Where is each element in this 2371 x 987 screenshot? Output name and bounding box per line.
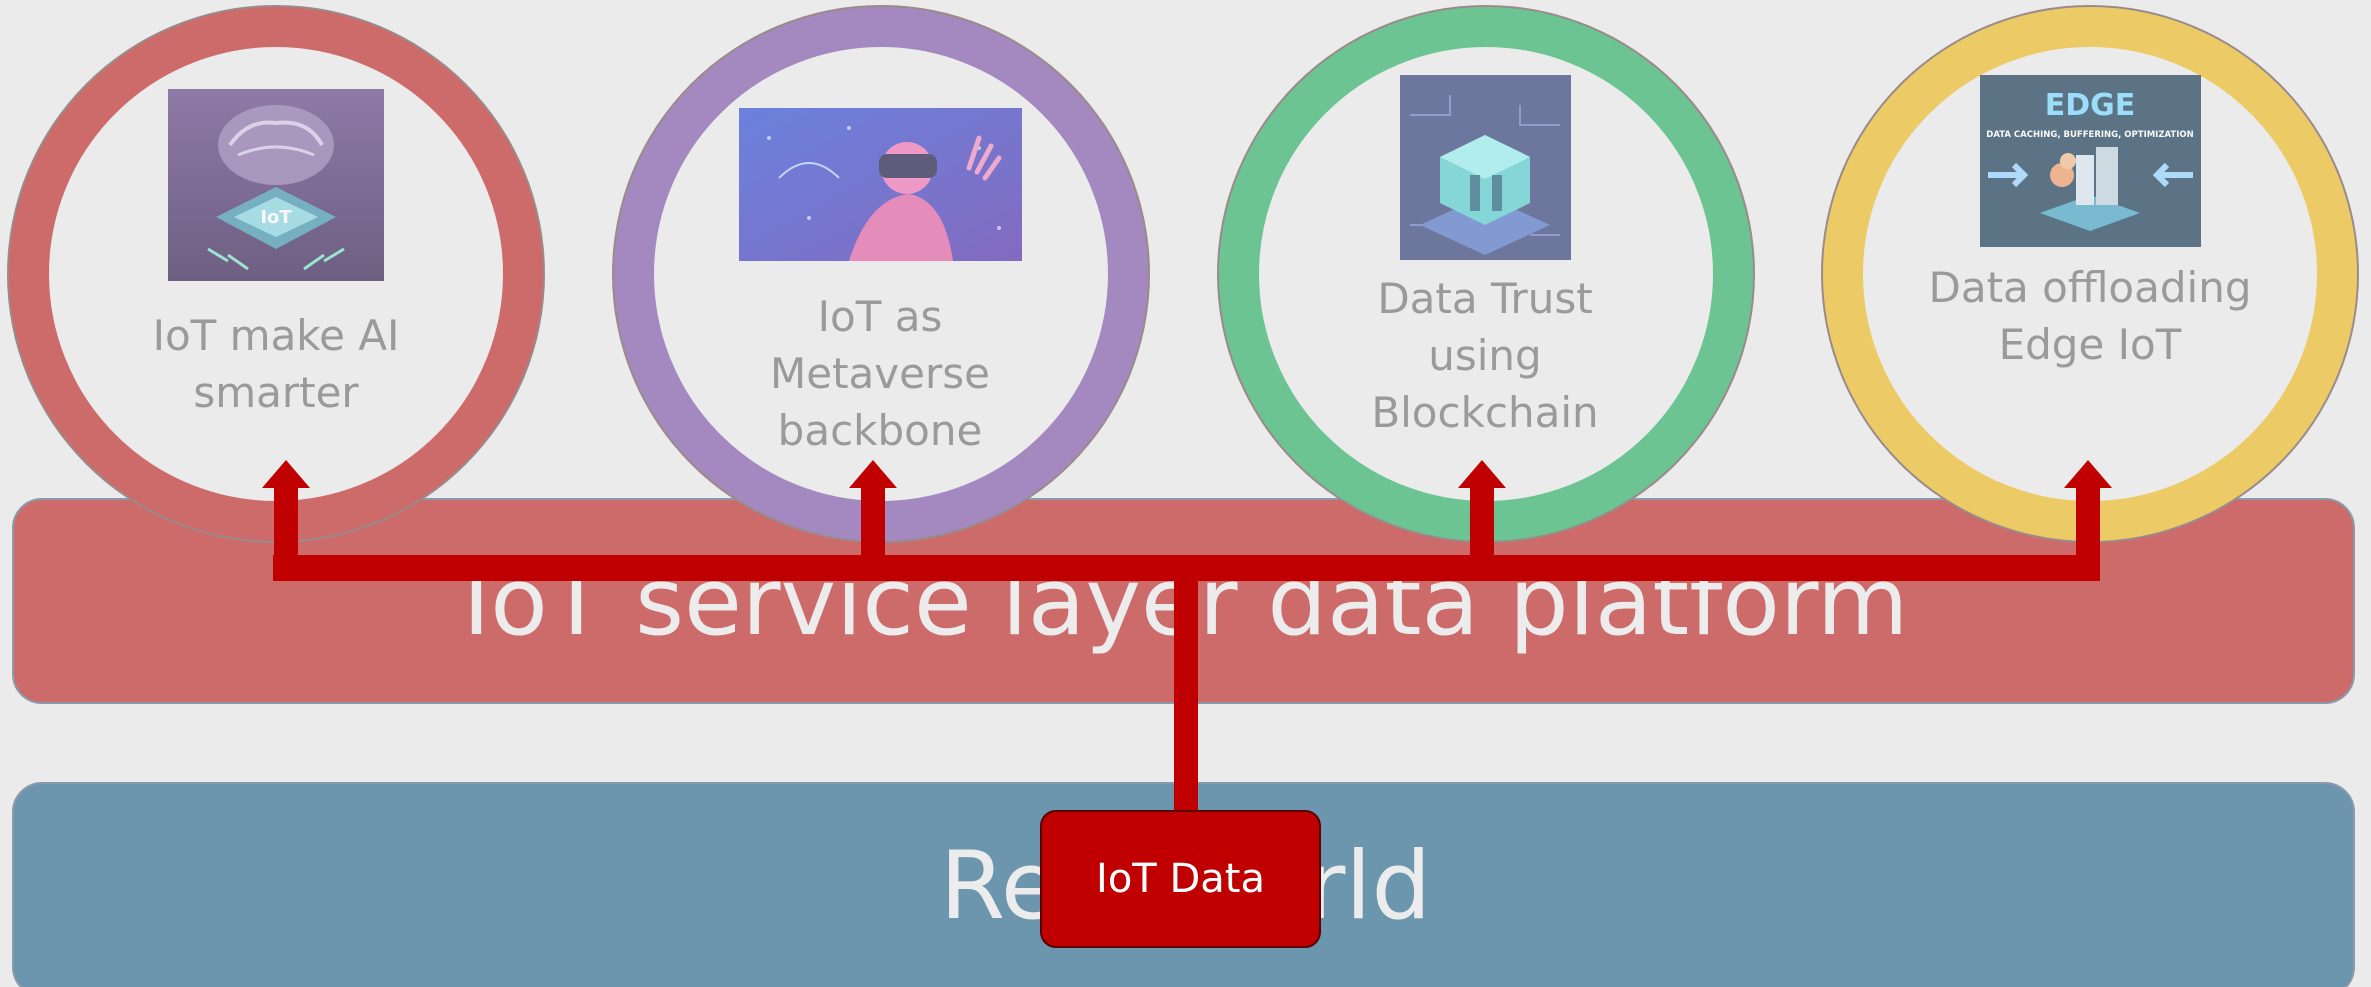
vr-headset-person-icon [739,108,1022,261]
ring-label-metaverse: IoT as Metaverse backbone [770,292,990,455]
iot-data-box: IoT Data [1040,810,1321,948]
ring-label-ai: IoT make AI smarter [152,311,400,417]
edge-image-title: EDGE [2045,88,2136,123]
ring-metaverse [614,7,1148,541]
edge-image-subtitle: DATA CACHING, BUFFERING, OPTIMIZATION [1986,130,2193,140]
ring-label-trust: Data Trust using Blockchain [1371,274,1599,437]
blockchain-cube-icon [1400,75,1571,260]
edge-server-icon: EDGE DATA CACHING, BUFFERING, OPTIMIZATI… [1980,75,2201,247]
service-layer-label: IoT service layer data platform [462,548,1909,657]
iot-data-label: IoT Data [1096,856,1265,902]
ai-chip-text: IoT [260,207,292,228]
ring-label-edge: Data offloading Edge IoT [1928,263,2252,369]
ai-brain-chip-icon: IoT [168,89,384,281]
